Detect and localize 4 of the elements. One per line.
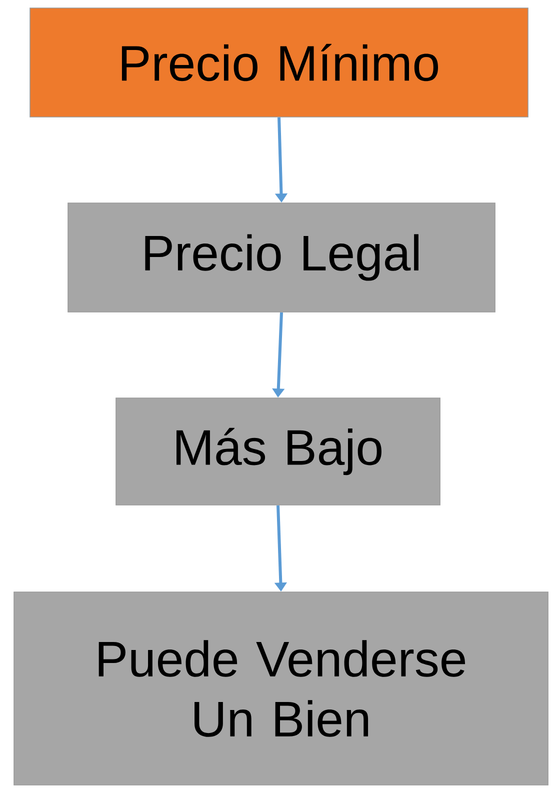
process-box: Puede Venderse Un Bien xyxy=(14,592,548,786)
process-box: Precio Mínimo xyxy=(30,8,528,118)
process-box: Precio Legal xyxy=(68,202,496,312)
process-box: Más Bajo xyxy=(116,398,440,506)
